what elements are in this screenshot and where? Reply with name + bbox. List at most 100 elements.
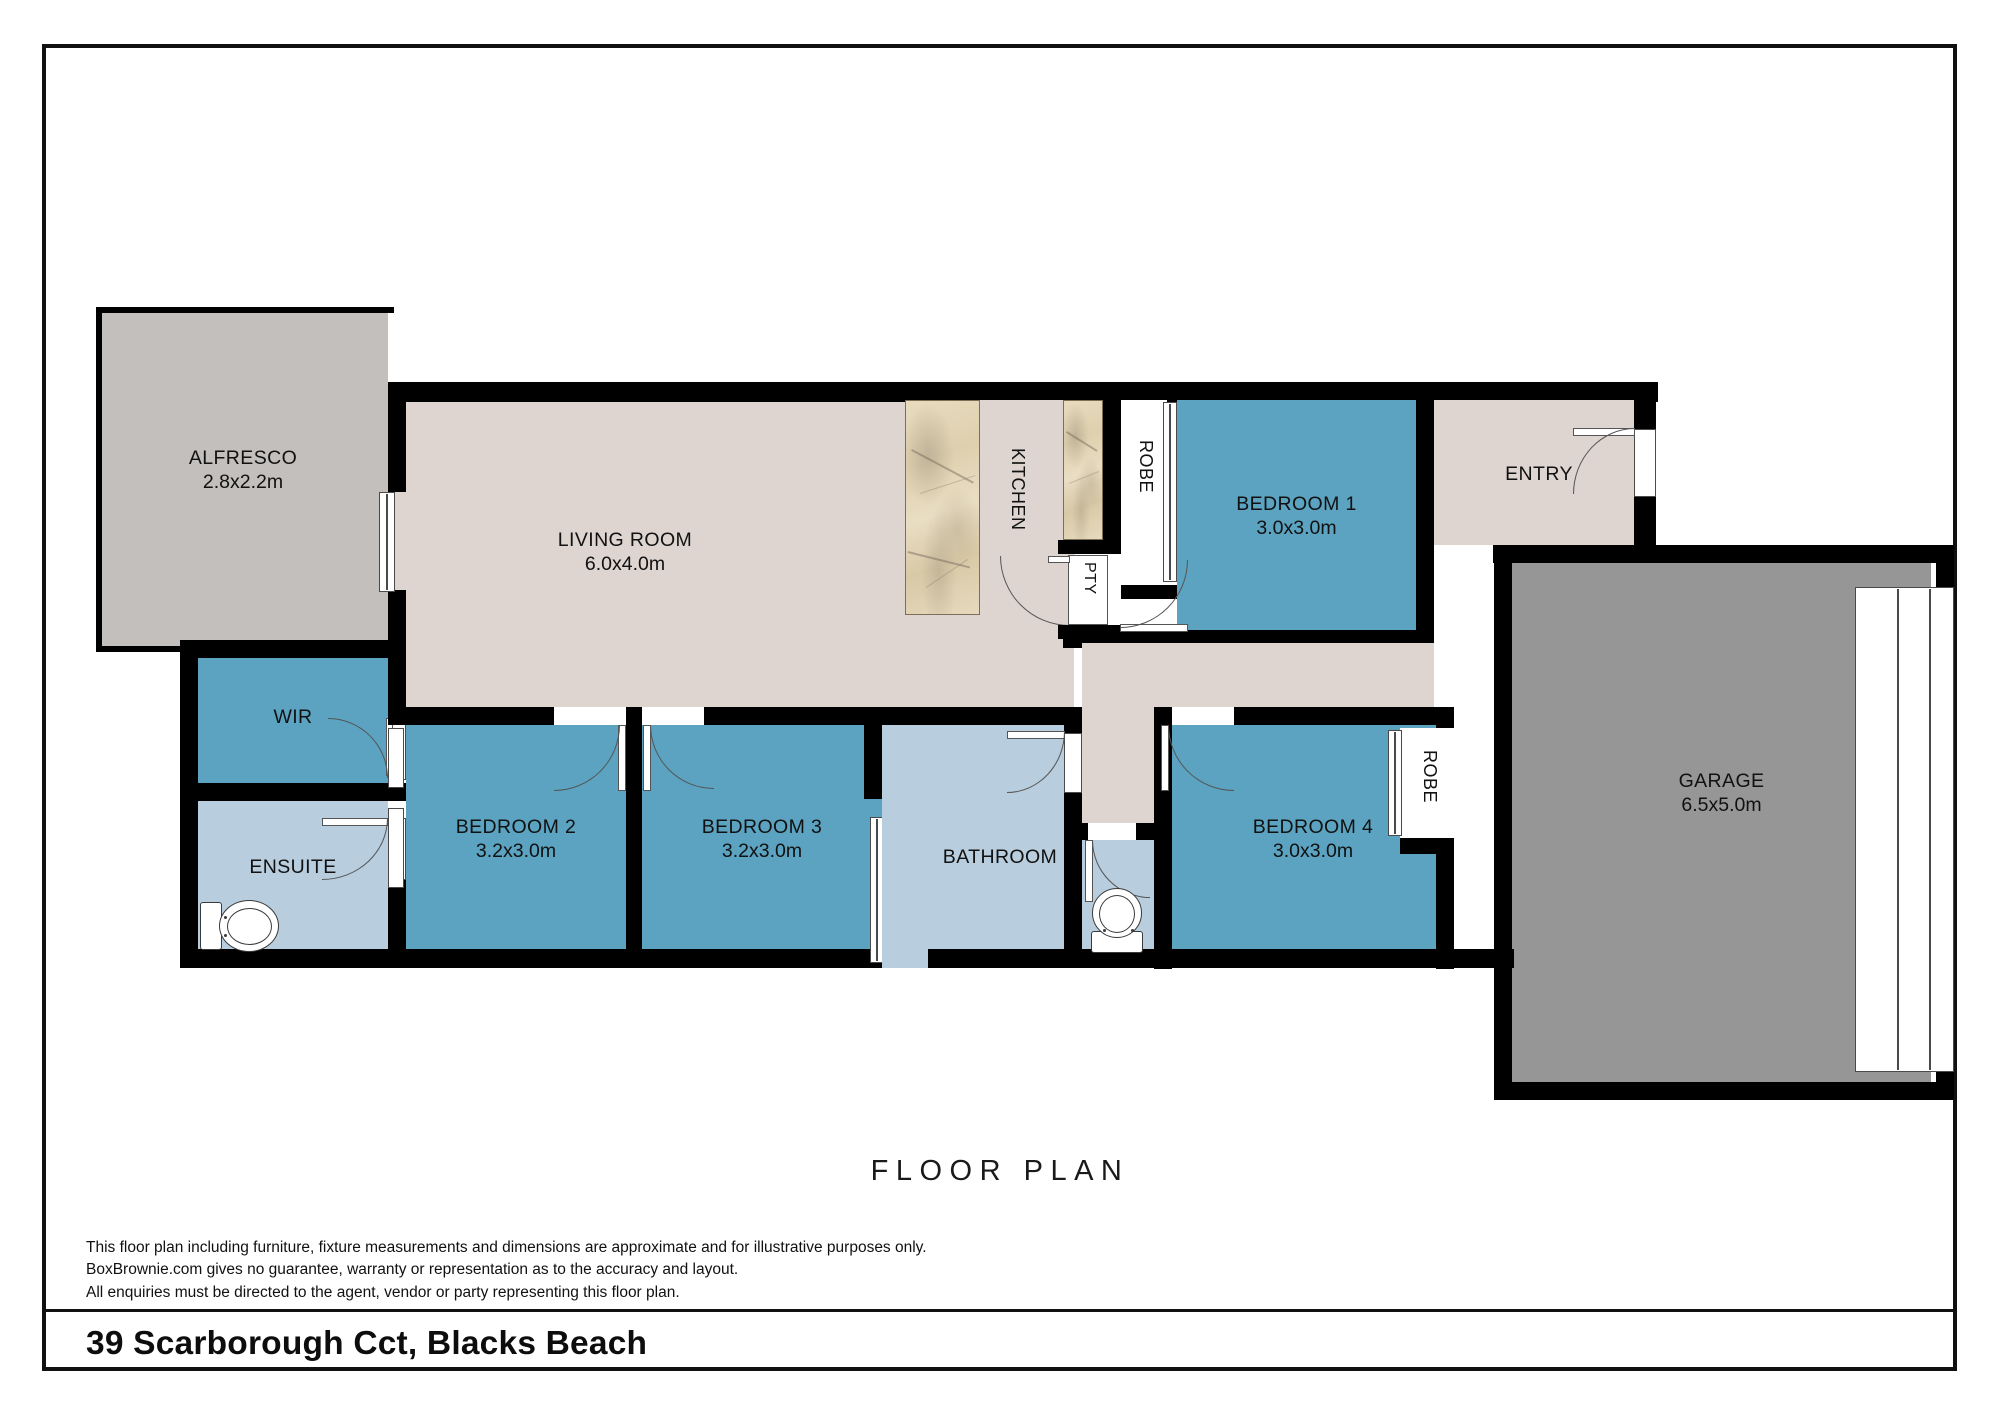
wall-garage-right-top xyxy=(1936,545,1954,587)
room-label-entry: ENTRY xyxy=(1434,462,1644,486)
garage-roller-door-track1 xyxy=(1897,589,1899,1070)
wall-entry-right-lower xyxy=(1634,497,1656,545)
room-robe4-fill xyxy=(1400,728,1454,838)
wall-bedroom1-right xyxy=(1416,382,1434,648)
wall-garage-bottom xyxy=(1494,1082,1954,1100)
plan-title: FLOOR PLAN xyxy=(870,1155,1130,1187)
room-dims-bedroom1: 3.0x3.0m xyxy=(1256,517,1337,540)
wall-bedroom3-bottom xyxy=(642,949,882,968)
robe1-door-track xyxy=(1169,404,1171,580)
room-name-entry: ENTRY xyxy=(1505,463,1573,485)
room-alfresco-fill xyxy=(98,310,388,650)
wall-garage-right-bottom xyxy=(1936,1070,1954,1100)
wall-garage-top xyxy=(1494,545,1954,563)
garage-roller-door-track2 xyxy=(1929,589,1931,1070)
bedroom2-door-opening xyxy=(554,707,626,725)
wall-alfresco-top xyxy=(96,307,394,313)
wall-kitchen-bench-bottom xyxy=(1058,540,1121,554)
room-label-robe4: ROBE xyxy=(1419,750,1440,803)
room-name-bedroom4: BEDROOM 4 xyxy=(1252,816,1374,838)
wall-bathroom-bottom xyxy=(928,949,1082,968)
room-name-wir: WIR xyxy=(273,706,313,728)
kitchen-benchtop-island xyxy=(905,400,980,615)
room-name-bathroom: BATHROOM xyxy=(942,846,1058,868)
wall-bedroom2-right xyxy=(626,707,642,968)
wc-toilet-bolt-2 xyxy=(1131,929,1134,932)
room-name-kitchen: KITCHEN xyxy=(1008,448,1028,531)
kitchen-benchtop-rear xyxy=(1063,400,1103,540)
room-label-bathroom: BATHROOM xyxy=(910,845,1090,869)
bedroom2-window-upper xyxy=(388,728,404,788)
bedroom1-door-leaf[interactable] xyxy=(1120,624,1188,632)
room-name-robe1: ROBE xyxy=(1136,440,1156,494)
wc-toilet-bowl xyxy=(1099,895,1135,933)
room-label-robe1: ROBE xyxy=(1135,440,1156,493)
room-label-bedroom1: BEDROOM 1 3.0x3.0m xyxy=(1177,492,1416,542)
room-name-bedroom3: BEDROOM 3 xyxy=(701,816,823,838)
room-name-living: LIVING ROOM xyxy=(557,529,693,551)
room-name-ensuite: ENSUITE xyxy=(249,856,337,878)
front-door[interactable] xyxy=(1634,429,1656,497)
wall-bedroom2-top-left xyxy=(388,707,554,725)
room-name-garage: GARAGE xyxy=(1678,770,1765,792)
wall-ensuite-left xyxy=(180,801,198,968)
room-dims-bedroom3: 3.2x3.0m xyxy=(721,840,803,863)
room-name-bedroom2: BEDROOM 2 xyxy=(455,816,577,838)
robe3-door-track xyxy=(876,819,878,961)
disclaimer-line-2: BoxBrownie.com gives no guarantee, warra… xyxy=(86,1261,739,1279)
wall-wir-left xyxy=(180,640,198,800)
ensuite-toilet-bolt-2 xyxy=(224,934,227,937)
wall-bedroom4-top xyxy=(1222,707,1454,725)
property-address: 39 Scarborough Cct, Blacks Beach xyxy=(86,1325,648,1362)
wall-wc-top-left xyxy=(1064,822,1088,840)
room-robe1-fill xyxy=(1121,400,1167,585)
bedroom2-door-leaf[interactable] xyxy=(618,725,626,791)
wall-wc-left xyxy=(1064,807,1082,968)
wall-bedroom4-bottom xyxy=(1154,949,1514,968)
wall-bathroom-left xyxy=(864,707,882,799)
wall-ensuite-bottom xyxy=(180,949,406,968)
wall-bedroom2-bottom xyxy=(388,949,642,968)
room-label-kitchen: KITCHEN xyxy=(1007,448,1028,531)
bathroom-door[interactable] xyxy=(1064,733,1082,793)
room-name-alfresco: ALFRESCO xyxy=(188,447,298,469)
bedroom3-door-opening xyxy=(642,707,704,725)
bedroom4-door-leaf[interactable] xyxy=(1161,725,1169,791)
wall-alfresco-left xyxy=(96,307,102,652)
room-label-bedroom2: BEDROOM 2 3.2x3.0m xyxy=(406,815,626,865)
disclaimer-block: This floor plan including furniture, fix… xyxy=(86,1237,1386,1304)
bedroom3-door-leaf[interactable] xyxy=(643,725,651,791)
bedroom4-door-opening xyxy=(1172,707,1234,725)
divider-rule-top xyxy=(43,1309,1956,1312)
wc-door-leaf[interactable] xyxy=(1085,840,1093,902)
wall-ensuite-right-lower xyxy=(388,880,406,950)
bedroom2-window-lower xyxy=(388,808,404,888)
disclaimer-line-3: All enquiries must be directed to the ag… xyxy=(86,1283,680,1301)
ensuite-toilet-bowl xyxy=(227,908,272,945)
room-name-robe4: ROBE xyxy=(1420,750,1440,804)
wall-wir-top xyxy=(180,640,406,658)
room-label-bedroom3: BEDROOM 3 3.2x3.0m xyxy=(642,815,882,865)
disclaimer-line-1: This floor plan including furniture, fix… xyxy=(86,1239,927,1256)
room-dims-alfresco: 2.8x2.2m xyxy=(202,471,284,494)
room-name-pantry: PTY xyxy=(1081,562,1098,595)
wall-living-left-upper xyxy=(388,382,406,492)
sliding-door-alfresco-track xyxy=(386,494,388,590)
wall-wir-bottom xyxy=(180,783,406,801)
garage-roller-door[interactable] xyxy=(1855,587,1954,1072)
wall-bedroom3-top-right xyxy=(702,707,882,725)
room-dims-bedroom4: 3.0x3.0m xyxy=(1272,840,1354,863)
ensuite-toilet-bolt-1 xyxy=(224,916,227,919)
wall-garage-left xyxy=(1494,545,1512,1100)
room-dims-bedroom2: 3.2x3.0m xyxy=(475,840,557,863)
room-label-ensuite: ENSUITE xyxy=(198,855,388,879)
wall-north-main xyxy=(388,382,1658,402)
room-dims-garage: 6.5x5.0m xyxy=(1681,794,1762,817)
room-label-alfresco: ALFRESCO 2.8x2.2m xyxy=(98,446,388,496)
wc-door-opening xyxy=(1088,822,1136,840)
room-label-wir: WIR xyxy=(198,705,388,729)
wall-wir-right-upper xyxy=(388,658,406,718)
wall-bathroom-top xyxy=(864,707,1082,725)
divider-rule-bottom xyxy=(43,1368,1956,1371)
